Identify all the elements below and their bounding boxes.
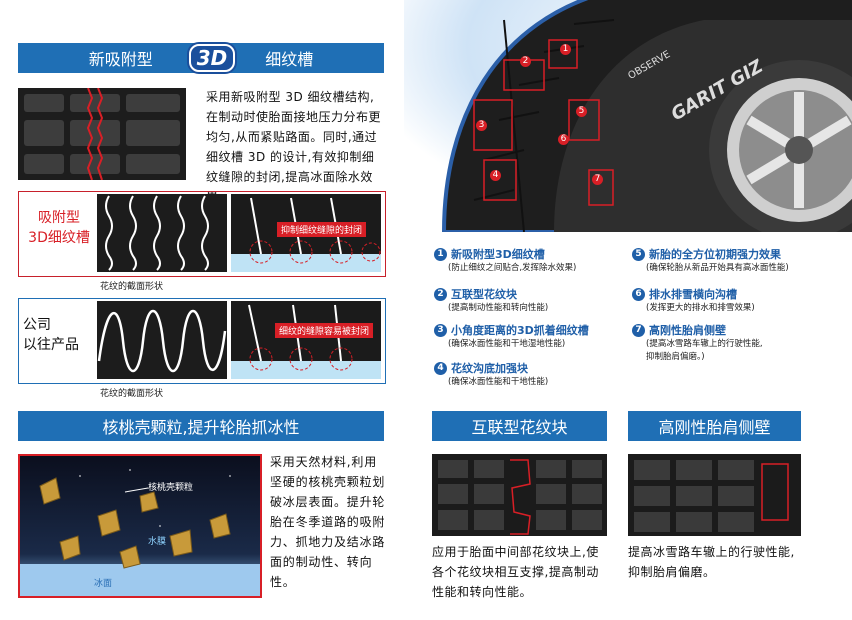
feature-2: 2 互联型花纹块 (提高制动性能和转向性能)	[434, 286, 548, 315]
old-product-label: 公司 以往产品	[23, 315, 95, 355]
new-label-line1: 吸附型	[38, 210, 80, 226]
feature-title: 新吸附型3D细纹槽	[451, 248, 545, 261]
feature-1: 1 新吸附型3D细纹槽 (防止细纹之间贴合,发挥除水效果)	[434, 246, 576, 275]
section3-description: 应用于胎面中间部花纹块上,使各个花纹块相互支撑,提高制动性能和转向性能。	[432, 545, 599, 599]
new-closure-diagram: 抑制细纹缝隙的封闭	[231, 194, 381, 272]
interlock-image	[432, 454, 607, 536]
feature-title: 新胎的全方位初期强力效果	[649, 248, 781, 261]
label-ice: 冰面	[94, 579, 113, 589]
feature-number: 5	[632, 247, 645, 261]
new-product-box: 吸附型 3D细纹槽 抑制细纹缝隙的封闭	[18, 191, 386, 277]
feature-number: 1	[434, 247, 447, 261]
new-label-line2: 3D细纹槽	[28, 230, 90, 246]
old-closure-diagram: 细纹的缝隙容易被封闭	[231, 301, 381, 379]
section1-title-left: 新吸附型	[88, 50, 153, 69]
feature-number: 2	[434, 287, 447, 301]
feature-number: 3	[434, 323, 447, 337]
shoulder-image	[628, 454, 801, 536]
feature-number: 7	[632, 323, 645, 337]
new-caption: 花纹的截面形状	[100, 282, 164, 292]
feature-subtitle: (确保冰面性能和干地性能)	[448, 377, 549, 387]
tire-marker-7: 7	[592, 174, 603, 185]
new-sipe-diagram	[97, 194, 227, 272]
feature-5: 5 新胎的全方位初期强力效果 (确保轮胎从新品开始具有高冰面性能)	[632, 246, 789, 275]
feature-title: 小角度距离的3D抓着细纹槽	[451, 324, 589, 337]
feature-subtitle: (提高冰雪路车辙上的行驶性能,	[646, 339, 763, 349]
old-sipe-diagram	[97, 301, 227, 379]
section4-header: 高刚性胎肩侧壁	[628, 411, 801, 441]
feature-subtitle: (提高制动性能和转向性能)	[448, 303, 549, 313]
tire-marker-2: 2	[520, 56, 531, 67]
feature-title: 花纹沟底加强块	[451, 362, 528, 375]
tire-marker-5: 5	[576, 106, 587, 117]
feature-subtitle: (防止细纹之间贴合,发挥除水效果)	[448, 263, 577, 273]
feature-title: 互联型花纹块	[451, 288, 517, 301]
section3-header: 互联型花纹块	[432, 411, 607, 441]
tire-marker-1: 1	[560, 44, 571, 55]
feature-6: 6 排水排雪横向沟槽 (发挥更大的排水和排雪效果)	[632, 286, 755, 315]
feature-4: 4 花纹沟底加强块 (确保冰面性能和干地性能)	[434, 360, 548, 389]
feature-number: 4	[434, 361, 447, 375]
section1-title-right: 细纹槽	[265, 50, 314, 69]
old-caption: 花纹的截面形状	[100, 389, 164, 399]
feature-title: 排水排雪横向沟槽	[649, 288, 737, 301]
feature-subtitle: (确保轮胎从新品开始具有高冰面性能)	[646, 263, 789, 273]
feature-3: 3 小角度距离的3D抓着细纹槽 (确保冰面性能和干地湿地性能)	[434, 322, 589, 351]
label-particle: 核桃壳颗粒	[148, 483, 194, 493]
tire-marker-3: 3	[476, 120, 487, 131]
feature-title: 高刚性胎肩侧壁	[649, 324, 726, 337]
old-label-line2: 以往产品	[23, 337, 79, 353]
old-label-line1: 公司	[23, 317, 51, 333]
tire-marker-4: 4	[490, 170, 501, 181]
tire-marker-6: 6	[558, 134, 569, 145]
feature-subtitle: (发挥更大的排水和排雪效果)	[646, 303, 755, 313]
label-water: 水膜	[148, 537, 167, 547]
feature-subtitle-line2: 抑制胎肩偏磨。)	[646, 352, 705, 362]
new-product-label: 吸附型 3D细纹槽	[23, 208, 95, 248]
section2-description: 采用天然材料,利用坚硬的核桃壳颗粒划破冰层表面。提升轮胎在冬季道路的吸附力、抓地…	[270, 455, 386, 589]
tire-illustration: OBSERVE GARIT GIZ 1 2 3 4 5 6 7	[404, 0, 852, 232]
section1-header: 新吸附型 3D 细纹槽	[18, 43, 384, 73]
feature-7: 7 高刚性胎肩侧壁 (提高冰雪路车辙上的行驶性能, 抑制胎肩偏磨。)	[632, 322, 763, 364]
section4-description: 提高冰雪路车辙上的行驶性能,抑制胎肩偏磨。	[628, 545, 795, 579]
feature-number: 6	[632, 287, 645, 301]
section1-description: 采用新吸附型 3D 细纹槽结构,在制动时使胎面接地压力分布更均匀,从而紧贴路面。…	[206, 90, 382, 204]
section2-header: 核桃壳颗粒,提升轮胎抓冰性	[18, 411, 384, 441]
3d-badge: 3D	[188, 44, 236, 72]
old-product-box: 公司 以往产品 细纹的缝隙容易被封闭	[18, 298, 386, 384]
feature-subtitle: (确保冰面性能和干地湿地性能)	[448, 339, 566, 349]
tread-photo	[18, 88, 186, 180]
new-closure-tag: 抑制细纹缝隙的封闭	[277, 222, 367, 237]
old-closure-tag: 细纹的缝隙容易被封闭	[275, 323, 374, 338]
walnut-image: 核桃壳颗粒 水膜 冰面	[18, 454, 262, 598]
